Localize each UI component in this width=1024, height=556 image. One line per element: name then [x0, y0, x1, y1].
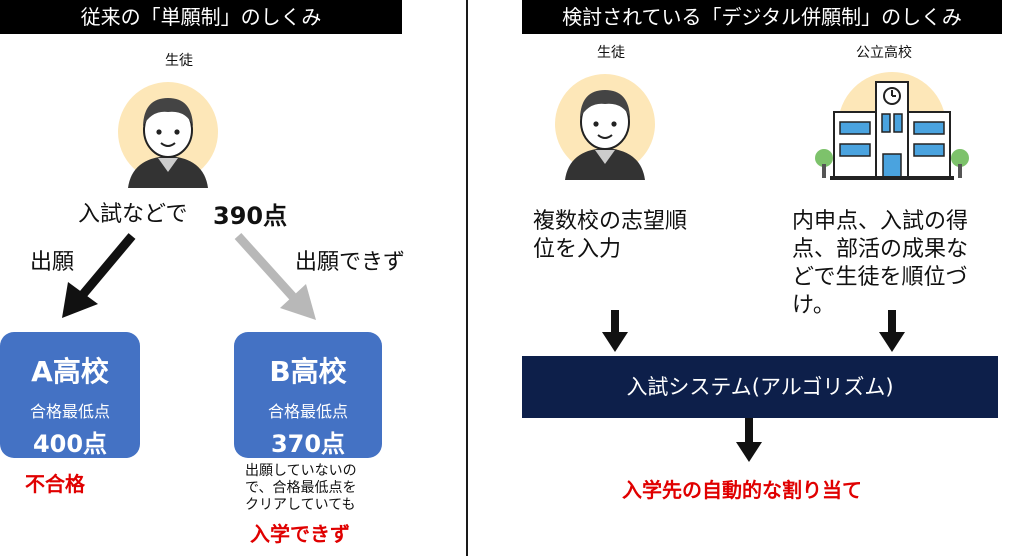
- student-input-text: 複数校の志望順 位を入力: [533, 208, 687, 264]
- school-building-icon: [815, 72, 969, 180]
- apply-arrow-icon: [62, 233, 136, 318]
- school-a-box: A高校 合格最低点 400点: [0, 332, 140, 458]
- school-ranking-text: 内申点、入試の得 点、部活の成果な どで生徒を順位づ け。: [792, 208, 968, 320]
- school-a-name: A高校: [31, 355, 109, 388]
- school-b-name: B高校: [269, 355, 347, 388]
- student-input-line: 複数校の志望順: [533, 209, 688, 234]
- school-b-note-line: クリアしていても: [245, 497, 356, 513]
- exam-text: 入試などで: [78, 202, 188, 227]
- no-apply-label: 出願できず: [295, 250, 406, 275]
- right-school-label: 公立高校: [856, 45, 912, 61]
- school-ranking-line: け。: [792, 293, 835, 318]
- school-a-min-score: 400点: [32, 430, 108, 458]
- school-down-arrow-icon: [879, 310, 905, 352]
- system-box: 入試システム(アルゴリズム): [522, 356, 998, 418]
- school-b-note-line: で、合格最低点を: [245, 480, 357, 496]
- student-down-arrow-icon: [602, 310, 628, 352]
- school-b-result: 入学できず: [250, 522, 350, 546]
- left-student-label: 生徒: [165, 53, 193, 69]
- school-b-min-score: 370点: [270, 430, 346, 458]
- panel-divider: [466, 0, 468, 556]
- assignment-result: 入学先の自動的な割り当て: [622, 478, 862, 502]
- school-b-min-label: 合格最低点: [267, 402, 348, 421]
- exam-score: 390点: [213, 202, 288, 230]
- apply-label: 出願: [30, 250, 75, 275]
- school-b-box: B高校 合格最低点 370点: [234, 332, 382, 458]
- school-b-note-line: 出願していないの: [245, 463, 357, 479]
- school-a-min-label: 合格最低点: [29, 402, 110, 421]
- school-ranking-line: 内申点、入試の得: [792, 209, 969, 234]
- school-a-result: 不合格: [25, 472, 85, 496]
- school-b-note: 出願していないの で、合格最低点を クリアしていても: [245, 463, 357, 514]
- system-down-arrow-icon: [736, 418, 762, 462]
- school-ranking-line: 点、部活の成果な: [792, 237, 969, 262]
- right-header: 検討されている「デジタル併願制」のしくみ: [522, 0, 1002, 34]
- left-header: 従来の「単願制」のしくみ: [0, 0, 402, 34]
- student-input-line: 位を入力: [533, 237, 622, 262]
- no-apply-arrow-icon: [234, 232, 316, 320]
- right-student-label: 生徒: [597, 45, 625, 61]
- student-avatar-icon: [118, 82, 218, 188]
- school-ranking-line: どで生徒を順位づ: [792, 265, 968, 290]
- student-avatar-icon: [555, 74, 655, 180]
